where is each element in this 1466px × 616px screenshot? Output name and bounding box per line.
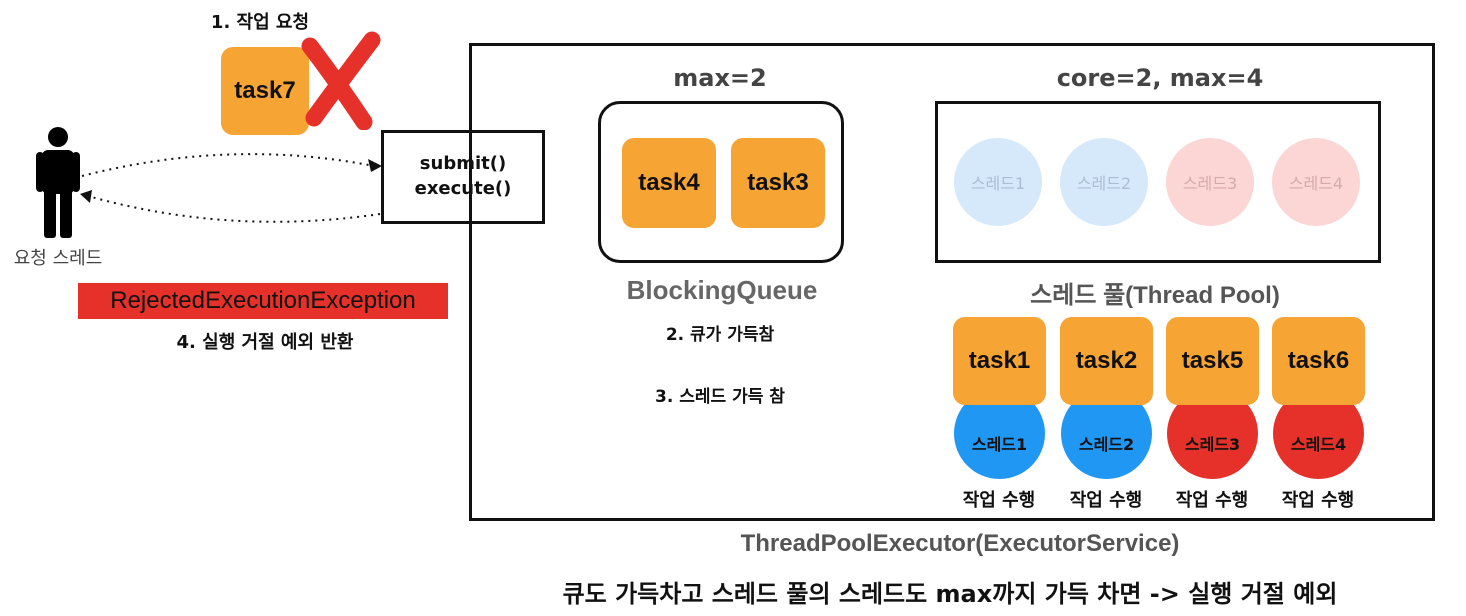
- task7-box: task7: [221, 47, 309, 135]
- step3-label: 3. 스레드 가득 참: [655, 387, 785, 407]
- submit-label: submit(): [419, 153, 507, 174]
- worker-task-4: task6: [1272, 317, 1365, 405]
- pool-size-label: core=2, max=4: [1056, 64, 1264, 92]
- idle-thread-3: 스레드3: [1166, 138, 1254, 226]
- exception-badge: RejectedExecutionException: [78, 283, 448, 319]
- worker-status-3: 작업 수행: [1175, 490, 1249, 511]
- reject-x-icon: [301, 31, 381, 130]
- queue-task-2: task3: [731, 138, 825, 228]
- idle-thread-1: 스레드1: [954, 138, 1042, 226]
- worker-task-1: task1: [953, 317, 1046, 405]
- step1-label: 1. 작업 요청: [210, 12, 310, 33]
- step2-label: 2. 큐가 가득참: [665, 325, 775, 345]
- step4-label: 4. 실행 거절 예외 반환: [176, 332, 354, 353]
- executor-box: [469, 43, 1435, 521]
- queue-title: BlockingQueue: [626, 275, 818, 305]
- queue-max-label: max=2: [673, 64, 767, 92]
- worker-status-1: 작업 수행: [962, 490, 1036, 511]
- requester-thread-label: 요청 스레드: [13, 248, 103, 269]
- executor-title: ThreadPoolExecutor(ExecutorService): [740, 530, 1180, 557]
- worker-status-2: 작업 수행: [1069, 490, 1143, 511]
- summary-caption: 큐도 가득차고 스레드 풀의 스레드도 max까지 가득 차면 -> 실행 거절…: [562, 580, 1338, 608]
- idle-thread-4: 스레드4: [1272, 138, 1360, 226]
- blocking-queue-box: [598, 101, 844, 263]
- api-box: submit() execute(): [381, 130, 545, 224]
- execute-label: execute(): [414, 178, 512, 199]
- thread-pool-box: [935, 101, 1381, 263]
- person-icon: [36, 127, 80, 238]
- worker-status-4: 작업 수행: [1281, 490, 1355, 511]
- pool-title: 스레드 풀(Thread Pool): [1030, 282, 1280, 309]
- request-arrows: [80, 153, 382, 223]
- queue-task-1: task4: [622, 138, 716, 228]
- worker-task-2: task2: [1060, 317, 1153, 405]
- idle-thread-2: 스레드2: [1060, 138, 1148, 226]
- worker-task-3: task5: [1166, 317, 1259, 405]
